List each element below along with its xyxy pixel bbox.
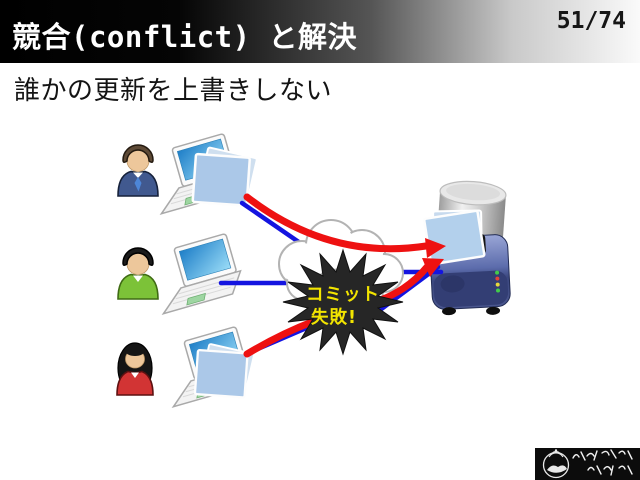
slide-title: 競合(conflict) と解決 bbox=[12, 20, 358, 54]
slide-page-number: 51/74 bbox=[556, 8, 626, 34]
burst-text-line2: 失敗! bbox=[311, 307, 357, 328]
explosion-burst-icon: コミット 失敗! bbox=[282, 248, 404, 356]
failed-push-dev1-arrowhead bbox=[425, 238, 446, 258]
burst-text-line1: コミット bbox=[306, 285, 380, 305]
folder-3-icon bbox=[193, 343, 255, 399]
laptop-2-icon bbox=[161, 233, 242, 316]
developer-1-icon bbox=[117, 144, 159, 197]
failed-push-dev3-arrowhead bbox=[422, 258, 444, 277]
developer-3-icon bbox=[116, 342, 154, 396]
failed-push-dev1 bbox=[243, 193, 430, 253]
developer-2-icon bbox=[117, 247, 159, 300]
folder-1-icon bbox=[191, 146, 258, 207]
slide-header: 競合(conflict) と解決 51/74 bbox=[0, 0, 640, 63]
calligraphy-club-stamp-icon bbox=[535, 448, 640, 480]
server-folder-icon bbox=[423, 209, 486, 266]
slide-subtitle: 誰かの更新を上書きしない bbox=[14, 76, 333, 106]
